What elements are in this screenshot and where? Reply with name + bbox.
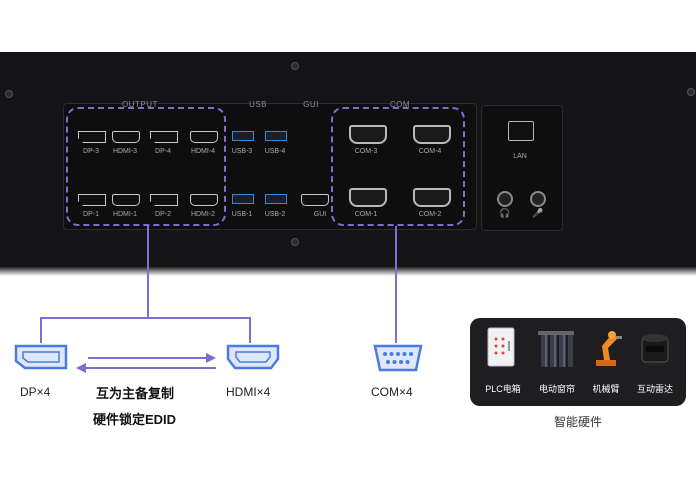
port-label: HDMI-4 — [190, 148, 216, 155]
screw-icon — [291, 238, 299, 246]
db9-port[interactable] — [413, 188, 451, 207]
port-label: HDMI-2 — [190, 211, 216, 218]
usb-port[interactable] — [265, 194, 287, 204]
edid-backup-label: 互为主备复制 — [96, 386, 175, 401]
port-label: HDMI-3 — [112, 148, 138, 155]
port-label: DP-1 — [83, 211, 99, 218]
lan-port[interactable] — [508, 121, 534, 141]
screw-icon — [5, 90, 13, 98]
dp-port[interactable] — [150, 194, 178, 206]
com-highlight-box — [331, 107, 465, 226]
port-label: GUI — [313, 211, 327, 218]
hw-label-curtain: 电动窗帘 — [538, 384, 575, 394]
port-label: HDMI-1 — [112, 211, 138, 218]
screw-icon — [291, 62, 299, 70]
com-connector-icon — [373, 344, 423, 372]
db9-port[interactable] — [413, 125, 451, 144]
db9-port[interactable] — [349, 188, 387, 207]
com-count-label: COM×4 — [371, 385, 413, 399]
headphone-icon: 🎧 — [499, 208, 511, 218]
arrow-head-left-icon — [76, 363, 86, 373]
hdmi-count-label: HDMI×4 — [226, 385, 271, 399]
radar-icon — [641, 334, 669, 366]
usb-port[interactable] — [232, 131, 254, 141]
plc-cabinet-icon — [487, 327, 515, 367]
gui-hdmi-port[interactable] — [301, 194, 329, 206]
audio-out-jack[interactable] — [497, 191, 513, 207]
usb-port[interactable] — [232, 194, 254, 204]
hw-label-radar: 互动雷达 — [636, 384, 673, 394]
dp-hdmi-bracket-line — [40, 317, 251, 343]
db9-port[interactable] — [349, 125, 387, 144]
port-label: DP-2 — [155, 211, 171, 218]
group-label-output: OUTPUT — [122, 100, 158, 109]
port-label: COM-2 — [418, 211, 442, 218]
microphone-icon: 🎤 — [532, 208, 544, 218]
port-label: COM-4 — [418, 148, 442, 155]
lan-label: LAN — [513, 153, 527, 160]
edid-lock-label: 硬件锁定EDID — [93, 412, 177, 427]
port-label: COM-1 — [354, 211, 378, 218]
hw-label-plc: PLC电箱 — [485, 384, 521, 394]
hdmi-port[interactable] — [190, 131, 218, 143]
output-highlight-box — [66, 107, 226, 226]
group-label-gui: GUI — [303, 100, 319, 109]
dp-port[interactable] — [78, 194, 106, 206]
robot-arm-icon — [596, 331, 622, 366]
group-label-com: COM — [389, 100, 411, 109]
port-label: USB-1 — [231, 211, 253, 218]
port-label: USB-4 — [264, 148, 286, 155]
io-faceplate — [63, 103, 477, 230]
dp-port[interactable] — [150, 131, 178, 143]
curtain-icon — [538, 331, 574, 367]
port-label: USB-2 — [264, 211, 286, 218]
port-label: COM-3 — [354, 148, 378, 155]
screw-icon — [687, 88, 695, 96]
dp-count-label: DP×4 — [20, 385, 51, 399]
hdmi-port[interactable] — [112, 194, 140, 206]
dp-port[interactable] — [78, 131, 106, 143]
port-label: DP-4 — [155, 148, 171, 155]
arrow-head-right-icon — [206, 353, 216, 363]
port-label: DP-3 — [83, 148, 99, 155]
group-label-usb: USB — [249, 100, 267, 109]
hdmi-port[interactable] — [190, 194, 218, 206]
port-label: USB-3 — [231, 148, 253, 155]
hw-label-robot-arm: 机械臂 — [592, 384, 620, 394]
mic-in-jack[interactable] — [530, 191, 546, 207]
dp-connector-icon — [14, 344, 68, 370]
panel-shadow — [0, 266, 696, 276]
hdmi-connector-icon — [226, 344, 280, 370]
smart-hardware-caption: 智能硬件 — [553, 415, 602, 429]
usb-port[interactable] — [265, 131, 287, 141]
hdmi-port[interactable] — [112, 131, 140, 143]
